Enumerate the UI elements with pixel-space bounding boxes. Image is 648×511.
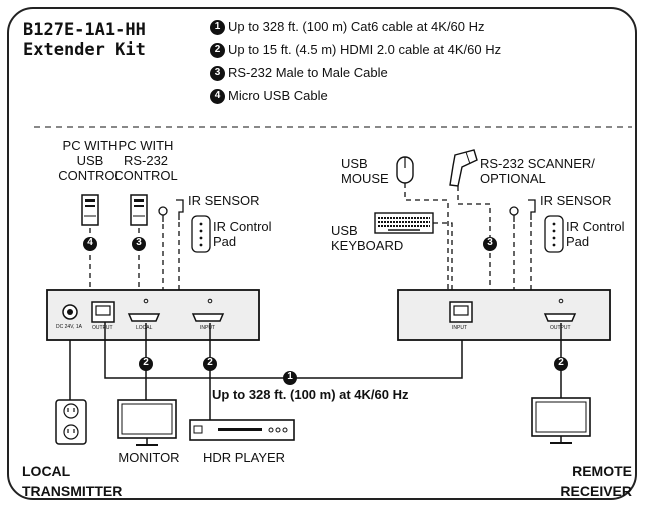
usb-keyboard-label: USB KEYBOARD (331, 223, 403, 253)
hdr-player-label: HDR PLAYER (202, 450, 286, 465)
tx-local-port-label: LOCAL (136, 325, 153, 331)
rs232-scanner-label: RS-232 SCANNER/ OPTIONAL (480, 156, 595, 186)
feature-text: Up to 328 ft. (100 m) Cat6 cable at 4K/6… (228, 19, 485, 34)
local-transmitter-label: LOCAL TRANSMITTER (22, 461, 122, 501)
feature-number: 2 (210, 42, 225, 58)
label-line: Pad (213, 234, 237, 249)
hdmi-cable-marker (203, 357, 217, 371)
power-port-label: DC 24V, 1A (56, 324, 82, 330)
rs232-cable-marker-right (483, 237, 497, 251)
label-line: PC WITH (62, 138, 118, 153)
feature-number: 3 (210, 65, 225, 81)
label-line: LOCAL (22, 463, 71, 479)
feature-number: 1 (210, 19, 225, 35)
hdr-player-icon (189, 419, 295, 441)
label-line: RS-232 SCANNER/ (480, 156, 595, 171)
label-line: TRANSMITTER (22, 483, 123, 499)
product-title: B127E-1A1-HH Extender Kit (23, 20, 146, 60)
feature-text: Up to 15 ft. (4.5 m) HDMI 2.0 cable at 4… (228, 42, 502, 57)
pc-rs232-icon (130, 194, 148, 226)
label-line: REMOTE (572, 463, 632, 479)
hdmi-marker-number: 2 (207, 357, 213, 368)
rs232-scanner-icon (449, 149, 478, 187)
frame-border (7, 7, 637, 500)
transmitter-box (46, 289, 260, 341)
tx-input-port-label: INPUT (200, 325, 215, 331)
rs232-marker-number-right: 3 (487, 237, 493, 248)
ir-sensor-icon-right (509, 199, 536, 222)
cat6-marker-number: 1 (287, 371, 293, 382)
cat6-connection-label: Up to 328 ft. (100 m) at 4K/60 Hz (212, 387, 409, 402)
label-line: CONTROL (58, 168, 122, 183)
rx-output-port-label: OUTPUT (550, 325, 571, 331)
label-line: PC WITH (118, 138, 174, 153)
label-line: RS-232 (123, 153, 169, 168)
tx-output-port-label: OUTPUT (92, 325, 113, 331)
label-line: USB (76, 153, 104, 168)
monitor-icon (117, 399, 177, 446)
hdmi-cable-marker (139, 357, 153, 371)
label-line: CONTROL (114, 168, 178, 183)
hdmi-marker-number: 2 (143, 357, 149, 368)
remote-receiver-label: REMOTE RECEIVER (520, 461, 632, 501)
label-line: IR Control (213, 219, 272, 234)
pc-usb-icon (81, 194, 99, 226)
cat6-cable-marker (283, 371, 297, 385)
label-line: USB (331, 223, 358, 238)
label-line: Pad (566, 234, 590, 249)
title-line-1: B127E-1A1-HH (23, 20, 146, 40)
receiver-box (397, 289, 611, 341)
usb-mouse-label: USB MOUSE (341, 156, 389, 186)
ir-sensor-label-left: IR SENSOR (188, 193, 260, 208)
rs232-marker-number: 3 (136, 237, 142, 248)
ir-sensor-icon-left (158, 199, 184, 222)
usb-cable-marker (83, 237, 97, 251)
feature-number: 4 (210, 88, 225, 104)
feature-text: Micro USB Cable (228, 88, 328, 103)
label-line: IR Control (566, 219, 625, 234)
remote-monitor-icon (531, 397, 591, 444)
label-line: RECEIVER (560, 483, 632, 499)
ir-pad-icon-right (544, 215, 564, 253)
usb-mouse-icon (396, 156, 414, 184)
ir-pad-icon-left (191, 215, 211, 253)
hdmi-marker-number-right: 2 (558, 357, 564, 368)
ir-pad-label-left: IR Control Pad (213, 219, 272, 249)
ir-pad-label-right: IR Control Pad (566, 219, 625, 249)
hdmi-cable-marker-right (554, 357, 568, 371)
label-line: KEYBOARD (331, 238, 404, 253)
label-line: USB (341, 156, 368, 171)
pc-usb-label: PC WITH USB CONTROL (52, 138, 128, 183)
rx-input-port-label: INPUT (452, 325, 467, 331)
pc-rs232-label: PC WITH RS-232 CONTROL (104, 138, 188, 183)
feature-text: RS-232 Male to Male Cable (228, 65, 388, 80)
label-line: OPTIONAL (480, 171, 546, 186)
power-outlet-icon (55, 399, 87, 445)
usb-marker-number: 4 (87, 237, 93, 248)
title-line-2: Extender Kit (23, 40, 146, 60)
ir-sensor-label-right: IR SENSOR (540, 193, 612, 208)
rs232-cable-marker (132, 237, 146, 251)
monitor-label: MONITOR (118, 450, 180, 465)
usb-keyboard-icon (374, 212, 434, 234)
label-line: MOUSE (341, 171, 389, 186)
